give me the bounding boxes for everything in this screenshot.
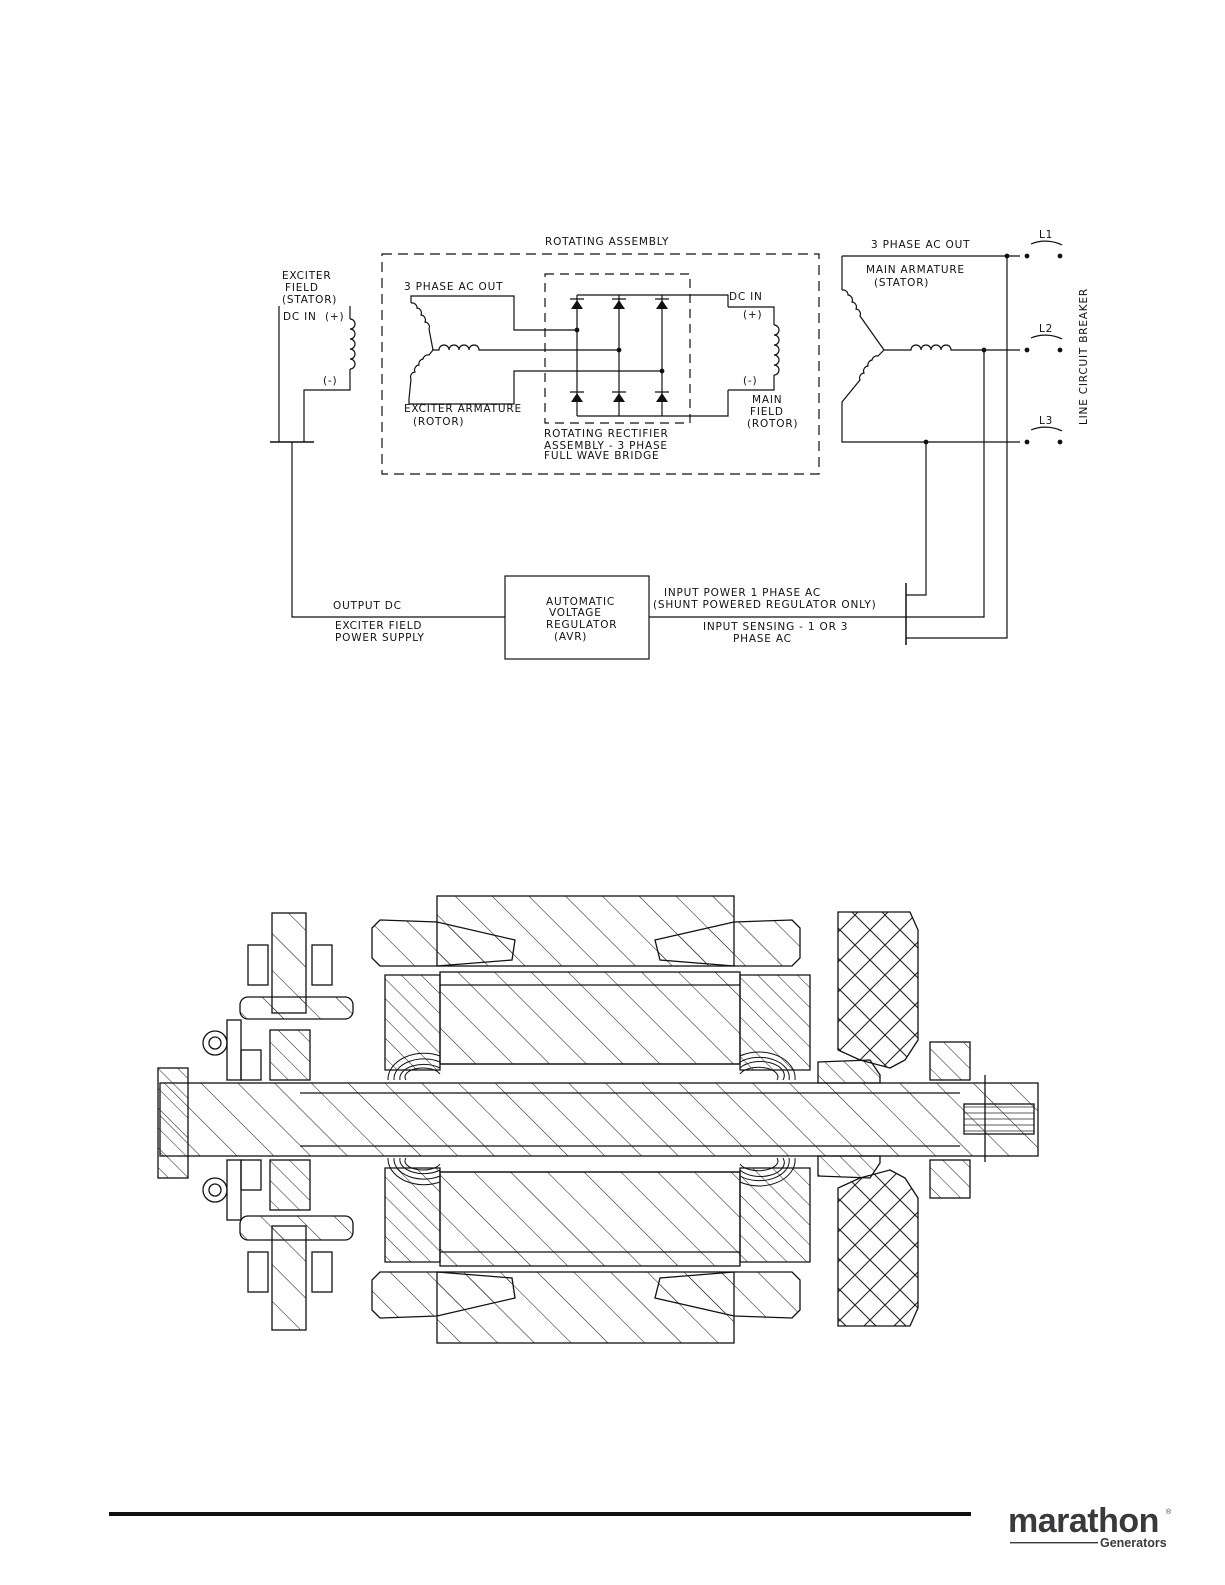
end-winding-top-left <box>371 919 516 967</box>
main-field-label-3: (ROTOR) <box>747 418 798 430</box>
main-armature-label-1: MAIN ARMATURE <box>866 264 965 276</box>
line-breaker-label: LINE CIRCUIT BREAKER <box>1078 288 1090 425</box>
avr-wiring <box>649 256 1008 645</box>
main-field-label-2: FIELD <box>750 406 784 418</box>
main-field-label-1: MAIN <box>752 394 782 406</box>
main-ac-out-label: 3 PHASE AC OUT <box>871 239 970 251</box>
exciter-field-winding <box>270 306 505 618</box>
end-winding-top-right <box>654 919 801 967</box>
exciter-plus-label: (+) <box>325 311 344 323</box>
generator-cross-section <box>157 895 1039 1344</box>
output-dc-label: OUTPUT DC <box>333 600 402 612</box>
exciter-armature-label-2: (ROTOR) <box>413 416 464 428</box>
logo-registered: ® <box>1166 1508 1172 1516</box>
exciter-power-label-2: POWER SUPPLY <box>335 632 425 644</box>
exciter-hub-bottom <box>269 1159 311 1211</box>
shaft-end-left <box>157 1067 189 1179</box>
input-power-label-2: (SHUNT POWERED REGULATOR ONLY) <box>653 599 877 611</box>
footer: marathon ® Generators <box>109 1502 1172 1550</box>
exciter-dc-in-label: DC IN <box>283 311 317 323</box>
line-l3-label: L3 <box>1039 415 1053 427</box>
rectifier-label-1: ROTATING RECTIFIER <box>544 428 669 440</box>
rotating-assembly-label: ROTATING ASSEMBLY <box>545 236 669 248</box>
end-winding-bottom-left <box>371 1271 516 1319</box>
avr-label-2: VOLTAGE <box>549 607 602 619</box>
avr-label-1: AUTOMATIC <box>546 596 615 608</box>
exciter-minus-label: (-) <box>323 375 337 387</box>
logo-underline <box>1010 1542 1098 1544</box>
exciter-rotor-top <box>239 996 354 1020</box>
main-field-winding <box>728 306 780 391</box>
exciter-armature-winding <box>408 295 662 405</box>
exciter-power-label-1: EXCITER FIELD <box>335 620 422 632</box>
main-armature-winding <box>841 253 1020 445</box>
exciter-field-label-3: (STATOR) <box>282 294 337 306</box>
line-l1-label: L1 <box>1039 229 1053 241</box>
avr-label-4: (AVR) <box>554 631 587 643</box>
rotor-end-right-bottom <box>739 1167 811 1263</box>
cooling-fan-top <box>837 911 919 1069</box>
rotor-core-top <box>439 971 741 1065</box>
logo-wordmark: marathon <box>1008 1502 1159 1540</box>
cooling-fan-bottom <box>837 1169 919 1327</box>
main-minus-label: (-) <box>743 375 757 387</box>
exciter-stator-top <box>271 912 307 1014</box>
schematic-labels: ROTATING ASSEMBLY EXCITER FIELD (STATOR)… <box>282 229 1090 645</box>
input-sensing-label-2: PHASE AC <box>733 633 792 645</box>
rotor-core-bottom <box>439 1171 741 1267</box>
rectifier-label-2: ASSEMBLY - 3 PHASE <box>544 440 668 452</box>
rectifier-bridge <box>570 294 729 417</box>
shaft-keyway <box>963 1103 1035 1135</box>
bearing-bottom <box>929 1159 971 1199</box>
rectifier-box <box>544 273 691 424</box>
line-circuit-breaker <box>1024 240 1063 445</box>
main-plus-label: (+) <box>743 309 762 321</box>
fan-hub <box>817 1059 881 1084</box>
exciter-rotor-bottom <box>239 1215 354 1241</box>
exciter-field-label-1: EXCITER <box>282 270 331 282</box>
input-power-label-1: INPUT POWER 1 PHASE AC <box>664 587 821 599</box>
rectifier-label-3: FULL WAVE BRIDGE <box>544 450 660 462</box>
input-sensing-label-1: INPUT SENSING - 1 OR 3 <box>703 621 848 633</box>
line-l2-label: L2 <box>1039 323 1053 335</box>
main-shaft <box>159 1082 1039 1157</box>
exciter-stator-bottom <box>271 1225 307 1331</box>
rotor-end-left-bottom <box>384 1167 441 1263</box>
footer-rule <box>109 1512 971 1516</box>
exciter-field-label-2: FIELD <box>285 282 319 294</box>
rectifier-components <box>202 1019 262 1221</box>
main-armature-label-2: (STATOR) <box>874 277 929 289</box>
exciter-ac-out-label: 3 PHASE AC OUT <box>404 281 503 293</box>
main-dc-in-label: DC IN <box>729 291 763 303</box>
electrical-schematic <box>270 240 1063 660</box>
rotating-assembly-box <box>381 253 820 475</box>
rotor-end-right-top <box>739 974 811 1071</box>
rotor-end-left-top <box>384 974 441 1071</box>
avr-label-3: REGULATOR <box>546 619 617 631</box>
bearing-top <box>929 1041 971 1081</box>
exciter-armature-label-1: EXCITER ARMATURE <box>404 403 522 415</box>
end-winding-bottom-right <box>654 1271 801 1319</box>
logo-subtitle: Generators <box>1100 1536 1167 1550</box>
exciter-hub-top <box>269 1029 311 1081</box>
